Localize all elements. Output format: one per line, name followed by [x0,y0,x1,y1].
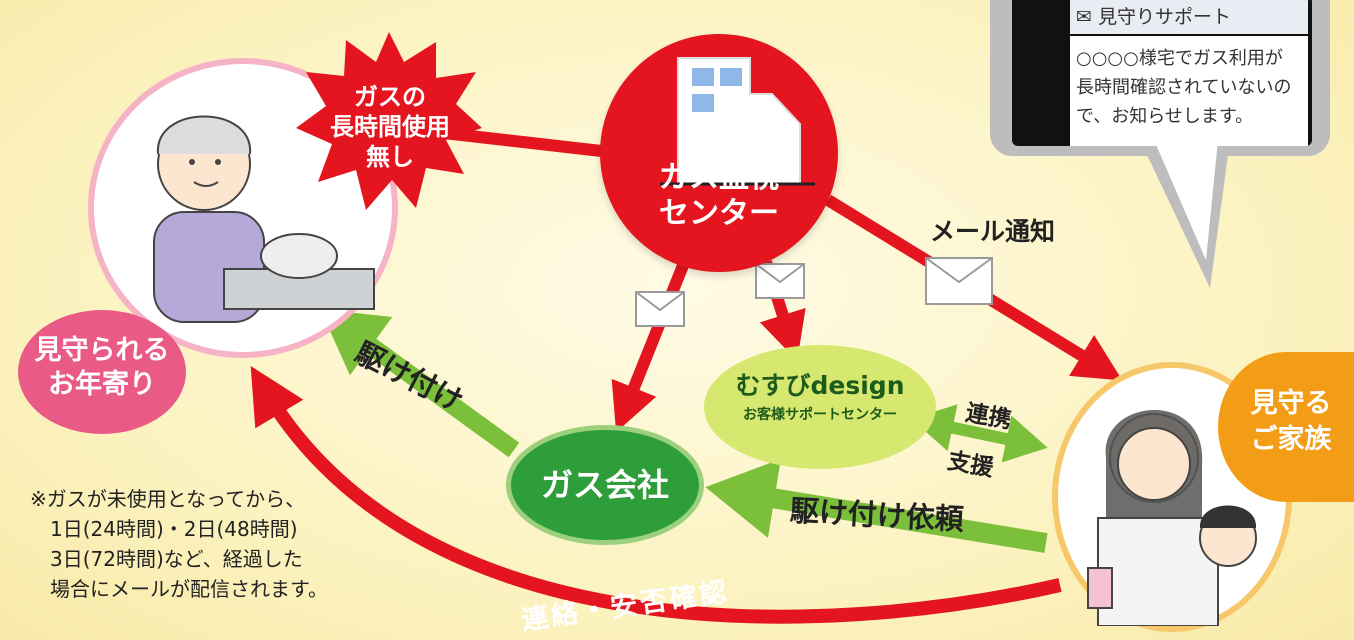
phone-message-line: 長時間確認されていないの [1076,77,1292,98]
arrow-family-gasco [705,459,1048,553]
phone-mail-subject: ✉ 見守りサポート [1070,0,1308,34]
arrow-gasco-elder [320,309,520,458]
burst-shape [296,32,482,210]
arrow-support-family [911,404,1048,463]
footnote: ※ガスが未使用となってから、 1日(24時間)・2日(48時間) 3日(72時間… [30,484,360,604]
support-center-node [704,345,936,469]
bubble-tail [1140,140,1230,288]
phone-message: ○○○○様宅でガス利用が 長時間確認されていないの で、お知らせします。 [1070,36,1308,146]
arrow-family-elder [250,365,1062,624]
footnote-line: 場合にメールが配信されます。 [50,577,328,601]
family-illustration [1087,409,1257,627]
support-center-subtitle: お客様サポートセンター [743,407,897,423]
edge-label-mail: メール通知 [930,217,1056,246]
phone-message-line: で、お知らせします。 [1076,106,1254,127]
gas-company-node: ガス会社 [506,425,704,545]
arrow-center-gasco [611,245,696,433]
footnote-line: 1日(24時間)・2日(48時間) [50,517,298,541]
building-icon [660,57,815,186]
envelope-icon [635,291,685,327]
support-center-name: むすびdesign [735,371,905,400]
phone-message-line: ○○○○様宅でガス利用が [1076,48,1283,69]
footnote-line: 3日(72時間)など、経過した [50,547,303,571]
monitoring-center-circle [600,34,838,272]
mail-icon: ✉ [1076,6,1092,28]
elder-cooking-illustration [153,115,375,323]
no-gas-use-label: ガスの 長時間使用 無し [330,83,450,171]
family-label: 見守る ご家族 [1218,352,1354,502]
elder-label: 見守られる お年寄り [18,310,186,434]
envelope-icon [755,263,805,299]
footnote-line: ※ガスが未使用となってから、 [30,487,306,511]
monitoring-center-label: ガス監視 センター [659,160,779,231]
envelope-icon [925,257,993,305]
